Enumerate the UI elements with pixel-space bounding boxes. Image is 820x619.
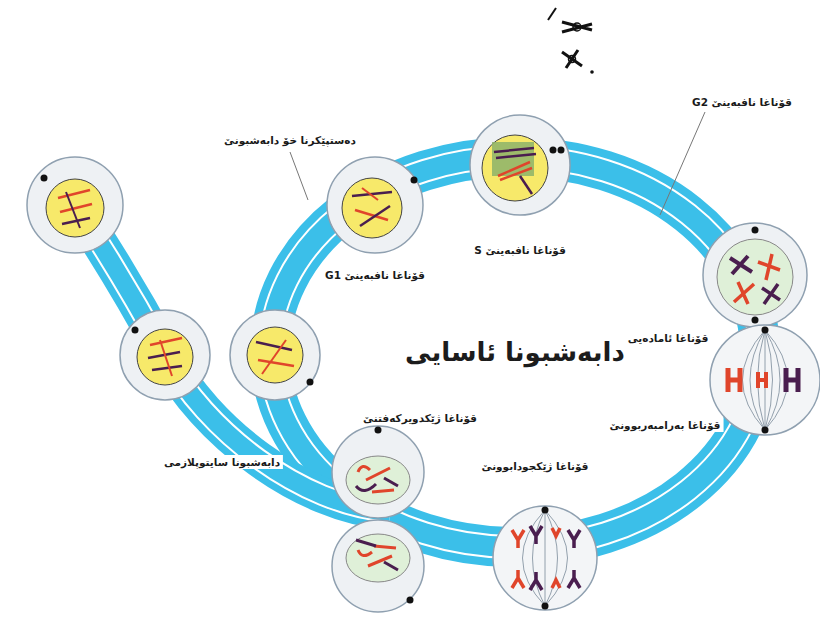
phase-label: قۆناغا ژێکجودابوونێ xyxy=(479,459,592,473)
phase-label: قۆناغا ئامادەیی xyxy=(625,331,712,345)
leader-line xyxy=(660,112,705,215)
daughter-cell xyxy=(120,310,210,400)
phase-label: قۆناغا بەرامبەربوونێ xyxy=(607,418,724,432)
leader-line xyxy=(290,152,308,200)
metaphase-cell xyxy=(710,325,820,435)
diagram-title: دابەشبونا ئاسایی xyxy=(401,337,629,367)
g1-cell xyxy=(327,157,423,253)
telophase-cells xyxy=(332,426,424,612)
phase-label: دەستپێکرنا خۆ دابەشبونێ xyxy=(221,133,359,147)
daughter-cell xyxy=(230,310,320,400)
chromosome-icons xyxy=(548,8,594,74)
phase-label: قۆناغا نافبەینێ S xyxy=(471,243,569,257)
daughter-cell xyxy=(27,157,123,253)
phase-label: قۆناغا ژێکدویرکەفتنێ xyxy=(360,411,480,425)
s-phase-cell xyxy=(470,115,570,215)
phase-label: قۆناغا نافبەینێ G2 xyxy=(689,95,795,109)
phase-label: دابەشبونا سایتوپلازمی xyxy=(161,455,283,469)
phase-label: قۆناغا نافبەینێ G1 xyxy=(322,268,428,282)
anaphase-cell xyxy=(493,506,597,610)
prophase-cell xyxy=(703,223,807,327)
